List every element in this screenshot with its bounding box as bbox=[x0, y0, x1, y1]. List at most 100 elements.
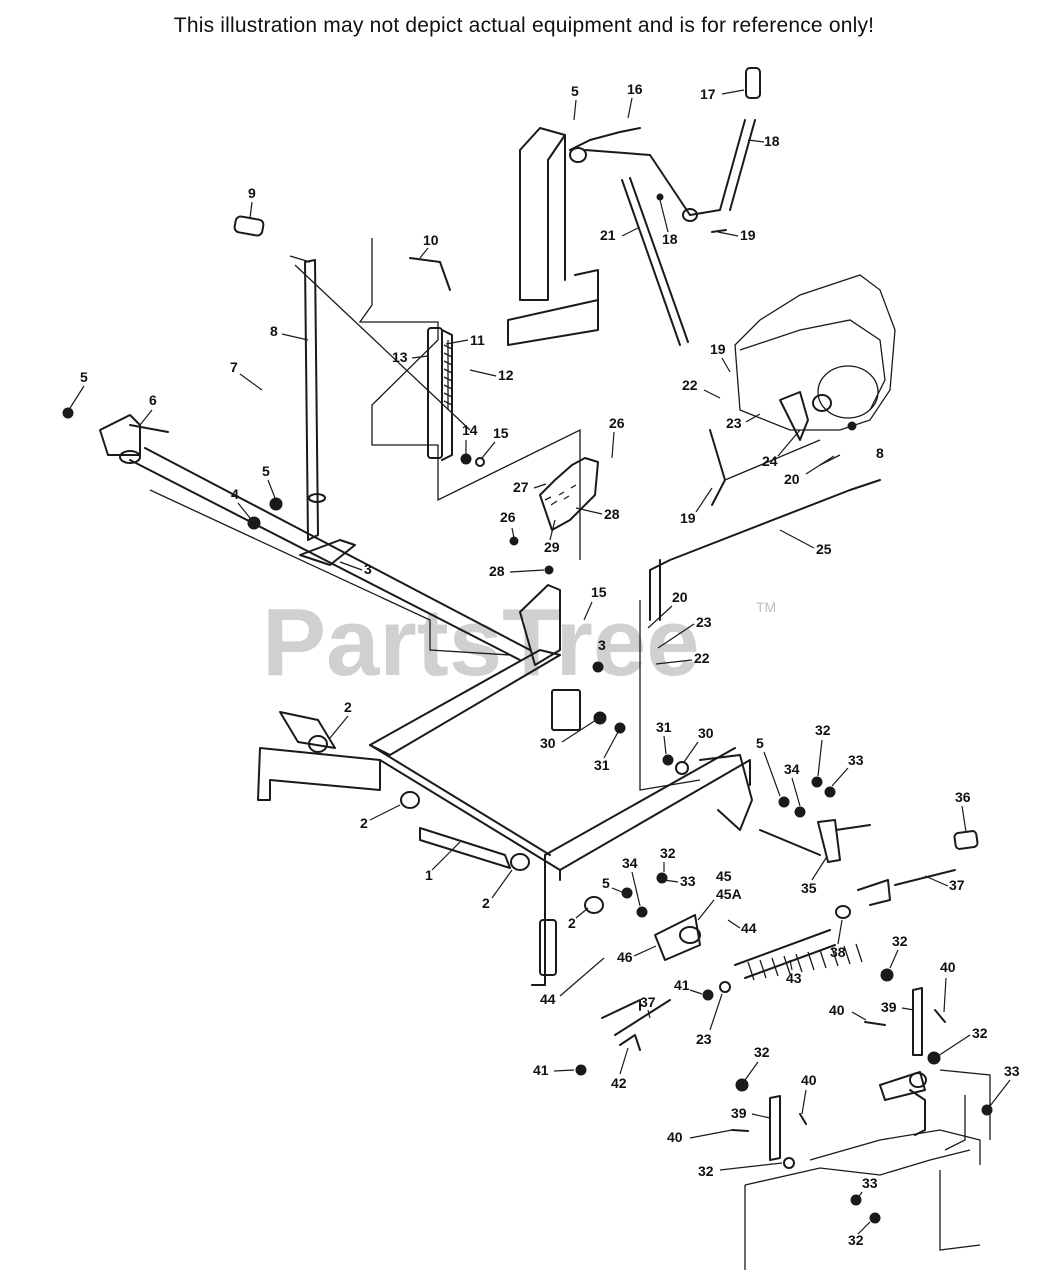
spring-bracket bbox=[409, 257, 485, 467]
callout-2c: 2 bbox=[482, 895, 490, 911]
lower-linkage bbox=[575, 754, 993, 1224]
control-rod-25 bbox=[649, 479, 881, 621]
callout-5e: 5 bbox=[602, 875, 610, 891]
callout-24: 24 bbox=[762, 453, 778, 469]
callout-28a: 28 bbox=[604, 506, 620, 522]
callout-23c: 23 bbox=[696, 1031, 712, 1047]
callout-2a: 2 bbox=[344, 699, 352, 715]
callout-20b: 20 bbox=[672, 589, 688, 605]
cross-shaft bbox=[62, 407, 531, 661]
callout-18a: 18 bbox=[764, 133, 780, 149]
callout-21: 21 bbox=[600, 227, 616, 243]
callout-32c: 32 bbox=[892, 933, 908, 949]
callout-44a: 44 bbox=[741, 920, 757, 936]
callout-19a: 19 bbox=[740, 227, 756, 243]
callout-31a: 31 bbox=[594, 757, 610, 773]
watermark: PartsTree TM bbox=[262, 589, 776, 696]
callout-22b: 22 bbox=[694, 650, 710, 666]
callout-43: 43 bbox=[786, 970, 802, 986]
lift-lever-8 bbox=[233, 215, 319, 541]
callout-42: 42 bbox=[611, 1075, 627, 1091]
callout-31b: 31 bbox=[656, 719, 672, 735]
callout-8a: 8 bbox=[270, 323, 278, 339]
callout-39a: 39 bbox=[881, 999, 897, 1015]
callout-10: 10 bbox=[423, 232, 439, 248]
callout-33d: 33 bbox=[862, 1175, 878, 1191]
callout-7: 7 bbox=[230, 359, 238, 375]
callout-6: 6 bbox=[149, 392, 157, 408]
callout-39b: 39 bbox=[731, 1105, 747, 1121]
callout-9: 9 bbox=[248, 185, 256, 201]
callout-32a: 32 bbox=[815, 722, 831, 738]
callout-5c: 5 bbox=[262, 463, 270, 479]
callout-26a: 26 bbox=[609, 415, 625, 431]
callout-22a: 22 bbox=[682, 377, 698, 393]
callout-13: 13 bbox=[392, 349, 408, 365]
callout-16: 16 bbox=[627, 81, 643, 97]
callout-44b: 44 bbox=[540, 991, 556, 1007]
shift-rod-assembly bbox=[621, 67, 761, 346]
callout-33b: 33 bbox=[680, 873, 696, 889]
callout-33c: 33 bbox=[1004, 1063, 1020, 1079]
upper-column bbox=[507, 127, 691, 346]
callout-34b: 34 bbox=[622, 855, 638, 871]
callout-19b: 19 bbox=[710, 341, 726, 357]
transmission-housing bbox=[734, 274, 896, 441]
callout-11: 11 bbox=[470, 332, 485, 348]
callout-23b: 23 bbox=[696, 614, 712, 630]
callout-40b: 40 bbox=[829, 1002, 845, 1018]
callout-17: 17 bbox=[700, 86, 716, 102]
callout-25: 25 bbox=[816, 541, 832, 557]
callout-37a: 37 bbox=[949, 877, 965, 893]
callout-36: 36 bbox=[955, 789, 971, 805]
callout-15b: 15 bbox=[591, 584, 607, 600]
disclaimer-text: This illustration may not depict actual … bbox=[173, 14, 875, 37]
callout-38: 38 bbox=[830, 944, 846, 960]
main-frame bbox=[257, 584, 753, 986]
callout-45a: 45A bbox=[716, 886, 742, 902]
callout-41a: 41 bbox=[674, 977, 690, 993]
watermark-trademark: TM bbox=[756, 599, 776, 615]
callout-40c: 40 bbox=[801, 1072, 817, 1088]
callout-8b: 8 bbox=[876, 445, 884, 461]
callout-23a: 23 bbox=[726, 415, 742, 431]
callout-4: 4 bbox=[231, 486, 239, 502]
callout-2d: 2 bbox=[568, 915, 576, 931]
callout-37b: 37 bbox=[640, 994, 656, 1010]
callout-5b: 5 bbox=[571, 83, 579, 99]
callout-5a: 5 bbox=[80, 369, 88, 385]
watermark-text: PartsTree bbox=[262, 589, 700, 696]
callout-14: 14 bbox=[462, 422, 478, 438]
callout-30b: 30 bbox=[698, 725, 714, 741]
callout-41b: 41 bbox=[533, 1062, 549, 1078]
callout-32f: 32 bbox=[698, 1163, 714, 1179]
callout-45: 45 bbox=[716, 868, 732, 884]
callout-15a: 15 bbox=[493, 425, 509, 441]
callout-40d: 40 bbox=[667, 1129, 683, 1145]
callout-1: 1 bbox=[425, 867, 433, 883]
callout-32e: 32 bbox=[754, 1044, 770, 1060]
deck-outline bbox=[744, 1069, 991, 1270]
callout-35: 35 bbox=[801, 880, 817, 896]
callout-33a: 33 bbox=[848, 752, 864, 768]
callout-29: 29 bbox=[544, 539, 560, 555]
callout-18b: 18 bbox=[662, 231, 678, 247]
callout-28b: 28 bbox=[489, 563, 505, 579]
callouts: 1 2 2 2 2 3 3 4 5 5 5 5 5 6 7 8 8 9 10 bbox=[69, 81, 1020, 1248]
callout-32d: 32 bbox=[972, 1025, 988, 1041]
callout-5d: 5 bbox=[756, 735, 764, 751]
callout-40a: 40 bbox=[940, 959, 956, 975]
callout-20a: 20 bbox=[784, 471, 800, 487]
callout-19c: 19 bbox=[680, 510, 696, 526]
height-quadrant bbox=[509, 457, 599, 575]
callout-12: 12 bbox=[498, 367, 514, 383]
callout-32g: 32 bbox=[848, 1232, 864, 1248]
callout-2b: 2 bbox=[360, 815, 368, 831]
callout-30a: 30 bbox=[540, 735, 556, 751]
callout-3b: 3 bbox=[598, 637, 606, 653]
callout-34a: 34 bbox=[784, 761, 800, 777]
callout-32b: 32 bbox=[660, 845, 676, 861]
callout-26b: 26 bbox=[500, 509, 516, 525]
phantom-lines bbox=[149, 238, 701, 791]
